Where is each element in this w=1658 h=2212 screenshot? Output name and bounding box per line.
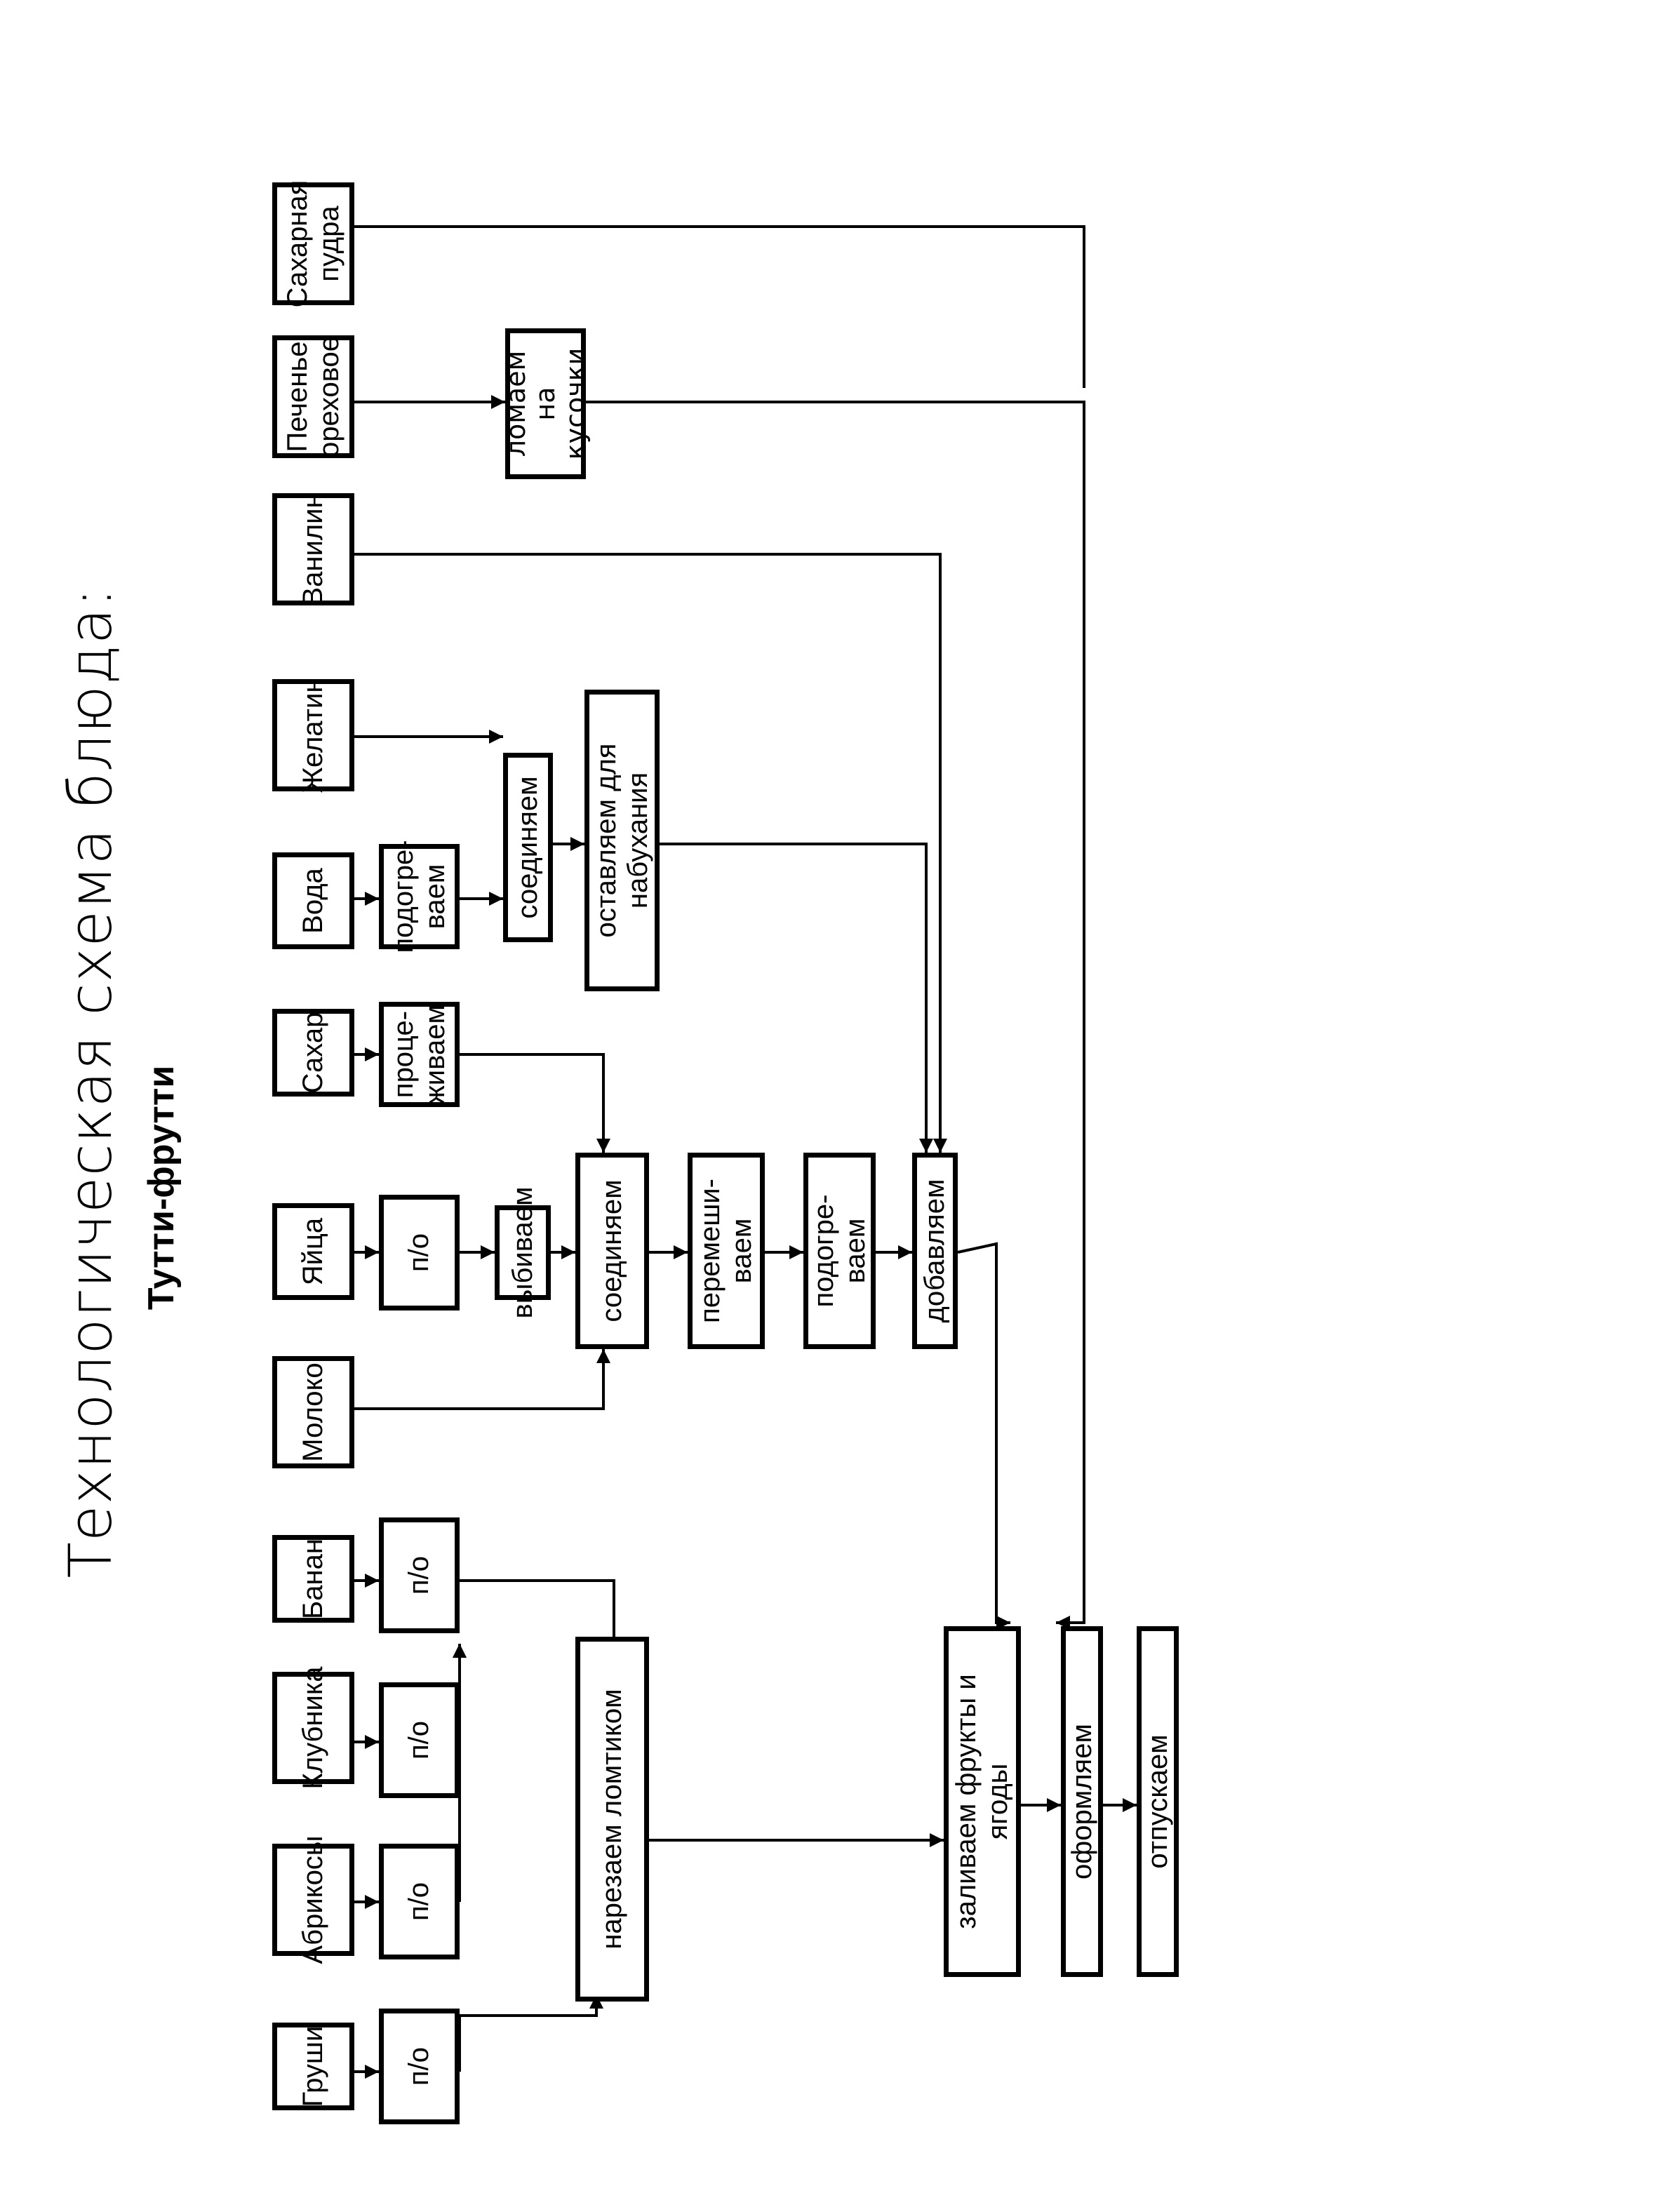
ingredient-zhelatin: Желатин [272,678,354,793]
step-podogrevaem-voda: подогре-ваем [379,840,460,953]
step-po-klubnika: п/о [379,1682,460,1798]
arrow-pudra-oformlyaem [354,225,1085,388]
step-po-banan: п/о [379,1517,460,1633]
ingredient-vanilin: Ванилин [272,492,354,606]
step-podogrevaem-yaytsa: подогре-ваем [803,1153,876,1349]
ingredient-sakhar: Сахар [272,1009,354,1097]
step-soedinyaem-yaytsa: соединяем [575,1153,649,1349]
arrow-grushi-narezaem [458,1995,603,2072]
ingredient-voda: Вода [272,852,354,949]
arrow-dobavlyaem-zalivaem [957,1242,1010,1630]
step-po-yaytsa: п/о [379,1195,460,1311]
step-narezaem: нарезаем ломтиком [575,1637,649,2002]
step-oformlyaem: оформляем [1061,1626,1103,1977]
ingredient-yaytsa: Яйца [272,1203,354,1300]
step-vybivaem: выбиваем [495,1186,551,1319]
step-po-grushi: п/о [379,2009,460,2124]
step-po-abrikosy: п/о [379,1844,460,1959]
ingredient-klubnika: Клубника [272,1666,354,1790]
step-otpuskaem: отпускаем [1137,1626,1179,1977]
arrow-ostavlyaem-dobavlyaem [660,843,933,1153]
arrow-moloko-soedinyaem [354,1349,610,1410]
arrow-protsezhivaem-soedinyaem [460,1053,610,1153]
step-soedinyaem-zhelatin: соединяем [503,753,553,942]
arrow-lomaem-oformlyaem [586,401,1085,1630]
step-protsezhivaem: проце-живаем [379,1002,460,1107]
step-dobavlyaem: добавляем [912,1153,958,1349]
step-peremeshivaem: перемеши-ваем [688,1153,765,1349]
arrow-vanilin-dobavlyaem [354,553,947,1153]
ingredient-moloko: Молоко [272,1356,354,1468]
ingredient-abrikosy: Абрикосы [272,1835,354,1964]
ingredient-banan: Банан [272,1535,354,1623]
ingredient-grushi: Груши [272,2023,354,2110]
